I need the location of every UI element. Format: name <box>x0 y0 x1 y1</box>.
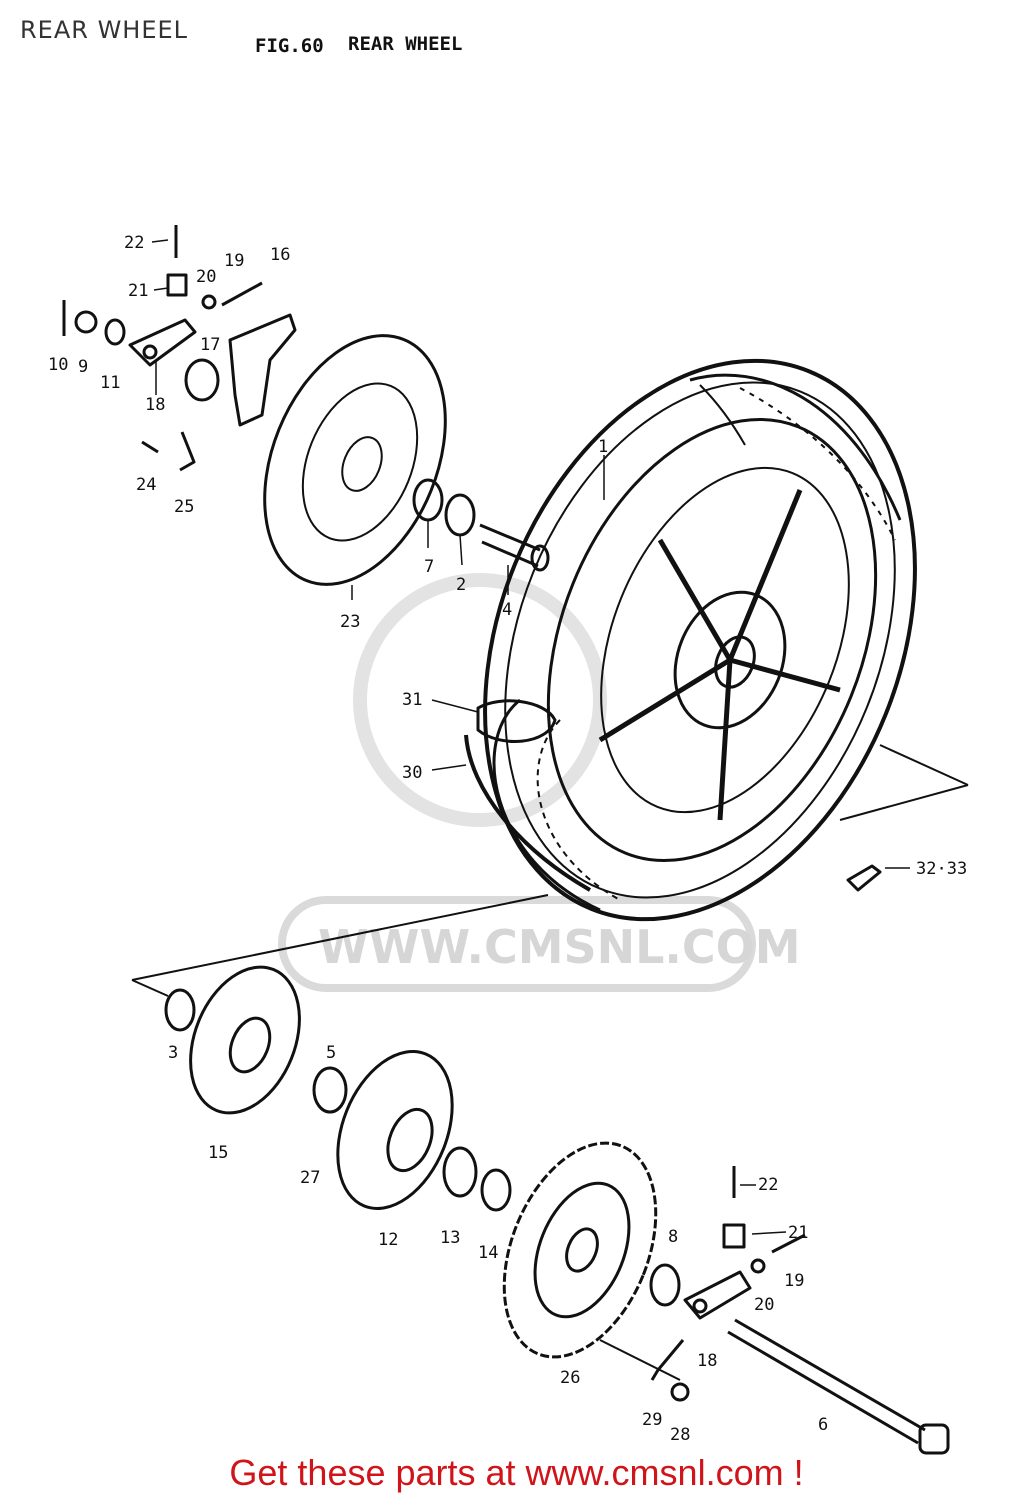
callout-24: 24 <box>136 475 156 495</box>
callout-12: 12 <box>378 1230 398 1250</box>
footer-cta-link[interactable]: Get these parts at www.cmsnl.com ! <box>229 1452 804 1493</box>
nut-part-28 <box>670 1382 690 1402</box>
callout-30: 30 <box>402 763 422 783</box>
bearing-part-2 <box>444 493 476 537</box>
cotter-pin-part-29 <box>650 1339 685 1381</box>
watermark-banner <box>278 896 756 992</box>
wheel-spokes <box>598 489 841 821</box>
oil-seal-part-14 <box>480 1168 512 1212</box>
washer-part-11 <box>104 318 126 346</box>
balance-weight-part-32-33 <box>846 864 882 892</box>
rear-sprocket-part-26 <box>502 1141 658 1359</box>
callout-7: 7 <box>424 557 434 577</box>
callout-20-top: 20 <box>196 267 216 287</box>
callout-11: 11 <box>100 373 120 393</box>
callout-15: 15 <box>208 1143 228 1163</box>
nut-part-21-top <box>166 273 188 297</box>
callout-20-bottom: 20 <box>754 1295 774 1315</box>
watermark-text: WWW.CMSNL.COM <box>318 920 801 974</box>
bolt-part-19-top <box>221 281 263 307</box>
callout-2: 2 <box>456 575 466 595</box>
callout-17: 17 <box>200 335 220 355</box>
callout-3: 3 <box>168 1043 178 1063</box>
tire-valve-part-31 <box>476 699 557 743</box>
washer-part-20-top <box>201 294 217 310</box>
nut-part-21-bottom <box>722 1223 746 1249</box>
page-title: REAR WHEEL <box>20 16 189 44</box>
collar-part-8 <box>649 1263 681 1307</box>
callout-19-bottom: 19 <box>784 1271 804 1291</box>
callout-18-bottom: 18 <box>697 1351 717 1371</box>
rear-axle-part-6 <box>727 1318 950 1455</box>
callout-8: 8 <box>668 1227 678 1247</box>
damper-part-15 <box>189 965 301 1115</box>
callout-16: 16 <box>270 245 290 265</box>
callout-21-top: 21 <box>128 281 148 301</box>
sprocket-mount-part-12 <box>336 1050 454 1210</box>
callout-1: 1 <box>598 437 608 457</box>
callout-4: 4 <box>502 600 512 620</box>
nut-part-9 <box>74 310 98 334</box>
callout-labels: 1 2 3 4 5 6 7 8 9 10 11 12 13 14 15 16 1… <box>48 233 967 1445</box>
callout-32-33: 32·33 <box>916 859 967 879</box>
callout-6: 6 <box>818 1415 828 1435</box>
callout-27: 27 <box>300 1168 320 1188</box>
watermark: WWW.CMSNL.COM <box>278 573 801 992</box>
callout-26: 26 <box>560 1368 580 1388</box>
callout-9: 9 <box>78 357 88 377</box>
collar-part-5 <box>312 1066 348 1114</box>
callout-13: 13 <box>440 1228 460 1248</box>
bolt-part-19-bottom <box>771 1233 806 1254</box>
figure-heading: REAR WHEEL <box>348 33 462 55</box>
washer-part-20-bottom <box>750 1258 766 1274</box>
callout-18-top: 18 <box>145 395 165 415</box>
callout-25: 25 <box>174 497 194 517</box>
callout-22-bottom: 22 <box>758 1175 778 1195</box>
callout-22-top: 22 <box>124 233 144 253</box>
bearing-part-13 <box>442 1146 478 1198</box>
clip-part-25 <box>179 431 196 472</box>
callout-5: 5 <box>326 1043 336 1063</box>
callout-23: 23 <box>340 612 360 632</box>
wheel-hub <box>673 590 787 730</box>
collar-part-17 <box>184 358 220 402</box>
callout-21-bottom: 21 <box>788 1223 808 1243</box>
torque-link-part-18-top <box>128 318 197 367</box>
axis-lines <box>131 744 969 1381</box>
brake-disc-part-23 <box>263 334 447 586</box>
caliper-bracket-part-16 <box>228 313 297 427</box>
callout-10: 10 <box>48 355 68 375</box>
watermark-mascot <box>353 573 607 827</box>
seal-part-3 <box>164 988 196 1032</box>
callout-14: 14 <box>478 1243 498 1263</box>
callout-19-top: 19 <box>224 251 244 271</box>
rim-band-part-30 <box>464 734 591 892</box>
spacer-part-4 <box>479 523 550 572</box>
rear-wheel-tire <box>483 358 917 922</box>
chain-adjuster-part-18-bottom <box>683 1270 752 1320</box>
callout-28: 28 <box>670 1425 690 1445</box>
callout-31: 31 <box>402 690 422 710</box>
leader-lines <box>151 239 910 1235</box>
bolt-part-24 <box>141 440 159 454</box>
callout-29: 29 <box>642 1410 662 1430</box>
figure-caption: FIG.60 <box>255 35 324 57</box>
